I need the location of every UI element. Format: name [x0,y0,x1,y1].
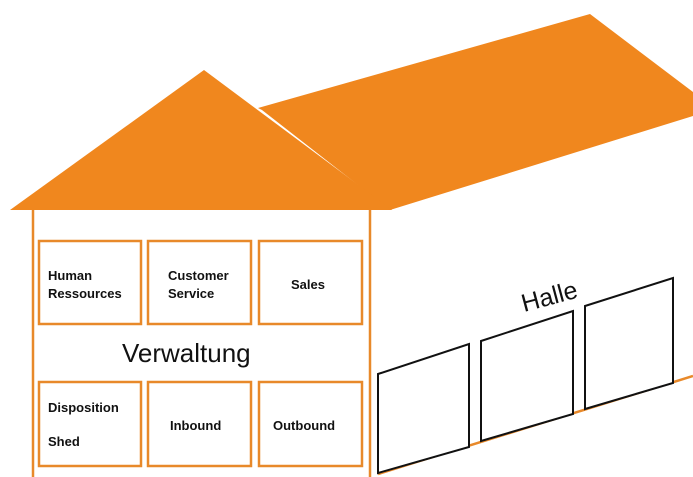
hall-gate-3 [584,276,674,411]
hall-gate-2 [480,309,574,443]
room-label-service: Service [168,286,214,301]
room-customer-service [146,239,253,326]
room-inbound [146,380,253,468]
room-label-disposition: Disposition [48,400,119,415]
room-label-inbound: Inbound [170,418,221,433]
office-roof [10,70,392,210]
room-human-ressources [37,239,143,326]
room-label-sales: Sales [291,277,325,292]
room-label-shed: Shed [48,434,80,449]
room-outbound [257,380,364,468]
hall-roof [258,14,693,210]
room-label-customer: Customer [168,268,229,283]
hall-gate-1 [377,342,470,475]
room-label-outbound: Outbound [273,418,335,433]
room-sales [257,239,364,326]
room-label-human: Human [48,268,92,283]
room-disposition-shed [37,380,143,468]
room-label-ressources: Ressources [48,286,122,301]
verwaltung-title: Verwaltung [122,338,251,368]
